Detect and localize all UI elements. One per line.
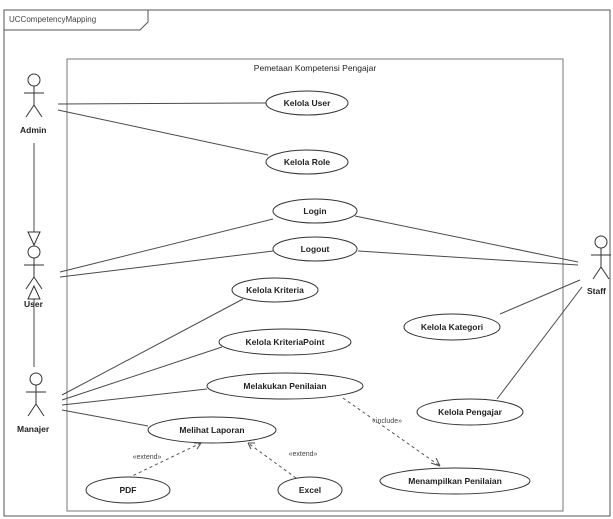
assoc-user-logout (59, 250, 274, 278)
use-case-kelola-role[interactable]: Kelola Role (265, 149, 349, 175)
associations (57, 102, 583, 427)
use-case-kelola-role-label: Kelola Role (284, 157, 331, 167)
use-case-excel[interactable]: Excel (277, 476, 343, 504)
assoc-manajer-kelola-kriteria (61, 298, 244, 396)
assoc-staff-logout (357, 250, 579, 266)
actor-user-label: User (24, 299, 44, 309)
assoc-staff-kelola-kategori (499, 279, 581, 315)
extend-label-excel: «extend» (289, 451, 318, 458)
assoc-manajer-melakukan-penilaian (61, 388, 208, 406)
use-case-melihat-laporan-label: Melihat Laporan (179, 425, 244, 435)
assoc-manajer-kelola-kriteriapoint (61, 346, 223, 401)
actor-staff[interactable]: Staff (587, 235, 611, 296)
extend-relation-pdf (127, 442, 202, 479)
generalizations (27, 143, 41, 367)
system-title: Pemetaan Kompetensi Pengajar (254, 63, 377, 73)
assoc-manajer-melihat-laporan (61, 409, 149, 427)
extend-relation-excel (247, 442, 297, 479)
generalization-arrowhead-admin-user (27, 231, 41, 247)
assoc-user-login (59, 218, 274, 273)
use-case-login-label: Login (303, 206, 326, 216)
dependencies: «include» «extend» «extend» (127, 397, 441, 479)
use-case-kelola-kriteriapoint[interactable]: Kelola KriteriaPoint (218, 328, 352, 356)
use-case-kelola-kategori[interactable]: Kelola Kategori (403, 313, 501, 341)
use-case-kelola-kriteria-label: Kelola Kriteria (246, 285, 304, 295)
use-case-logout-label: Logout (301, 244, 330, 254)
use-case-pdf-label: PDF (120, 485, 137, 495)
use-case-melakukan-penilaian[interactable]: Melakukan Penilaian (206, 372, 364, 400)
use-case-kelola-user-label: Kelola User (284, 98, 331, 108)
use-case-pdf[interactable]: PDF (85, 476, 171, 504)
actor-user[interactable]: User (24, 245, 44, 309)
use-case-kelola-pengajar[interactable]: Kelola Pengajar (416, 398, 524, 426)
use-case-excel-label: Excel (299, 485, 321, 495)
assoc-staff-kelola-pengajar (496, 286, 583, 400)
include-arrowhead (430, 457, 441, 467)
assoc-staff-login (354, 215, 579, 263)
stick-figure-icon (591, 235, 611, 280)
use-case-kelola-user[interactable]: Kelola User (265, 90, 349, 116)
frame-title: UCCompetencyMapping (9, 15, 96, 24)
actor-staff-label: Staff (587, 286, 606, 296)
stick-figure-icon (26, 372, 46, 417)
use-case-kelola-kriteria[interactable]: Kelola Kriteria (231, 277, 319, 303)
frame-title-tab (3, 9, 149, 31)
actor-manajer-label: Manajer (17, 424, 50, 434)
use-case-kelola-kategori-label: Kelola Kategori (421, 322, 483, 332)
use-case-melihat-laporan[interactable]: Melihat Laporan (147, 416, 277, 444)
assoc-admin-kelola-role (57, 109, 269, 156)
actor-manajer[interactable]: Manajer (17, 372, 50, 434)
extend-label-pdf: «extend» (133, 454, 162, 461)
use-case-login[interactable]: Login (272, 198, 358, 224)
stick-figure-icon (24, 245, 44, 290)
stick-figure-icon (24, 73, 44, 118)
extend-arrowhead-excel (247, 442, 255, 450)
use-case-kelola-kriteriapoint-label: Kelola KriteriaPoint (246, 337, 325, 347)
assoc-admin-kelola-user (57, 102, 267, 105)
include-relation (342, 397, 441, 467)
use-case-melakukan-penilaian-label: Melakukan Penilaian (243, 381, 326, 391)
use-case-logout[interactable]: Logout (272, 236, 358, 262)
use-case-kelola-pengajar-label: Kelola Pengajar (438, 407, 502, 417)
use-case-menampilkan-penilaian[interactable]: Menampilkan Penilaian (379, 467, 531, 495)
generalization-arrowhead-manajer-user (27, 284, 41, 300)
actor-admin[interactable]: Admin (20, 73, 46, 135)
use-case-menampilkan-penilaian-label: Menampilkan Penilaian (408, 476, 502, 486)
include-label: «include» (372, 418, 402, 425)
actor-admin-label: Admin (20, 125, 46, 135)
